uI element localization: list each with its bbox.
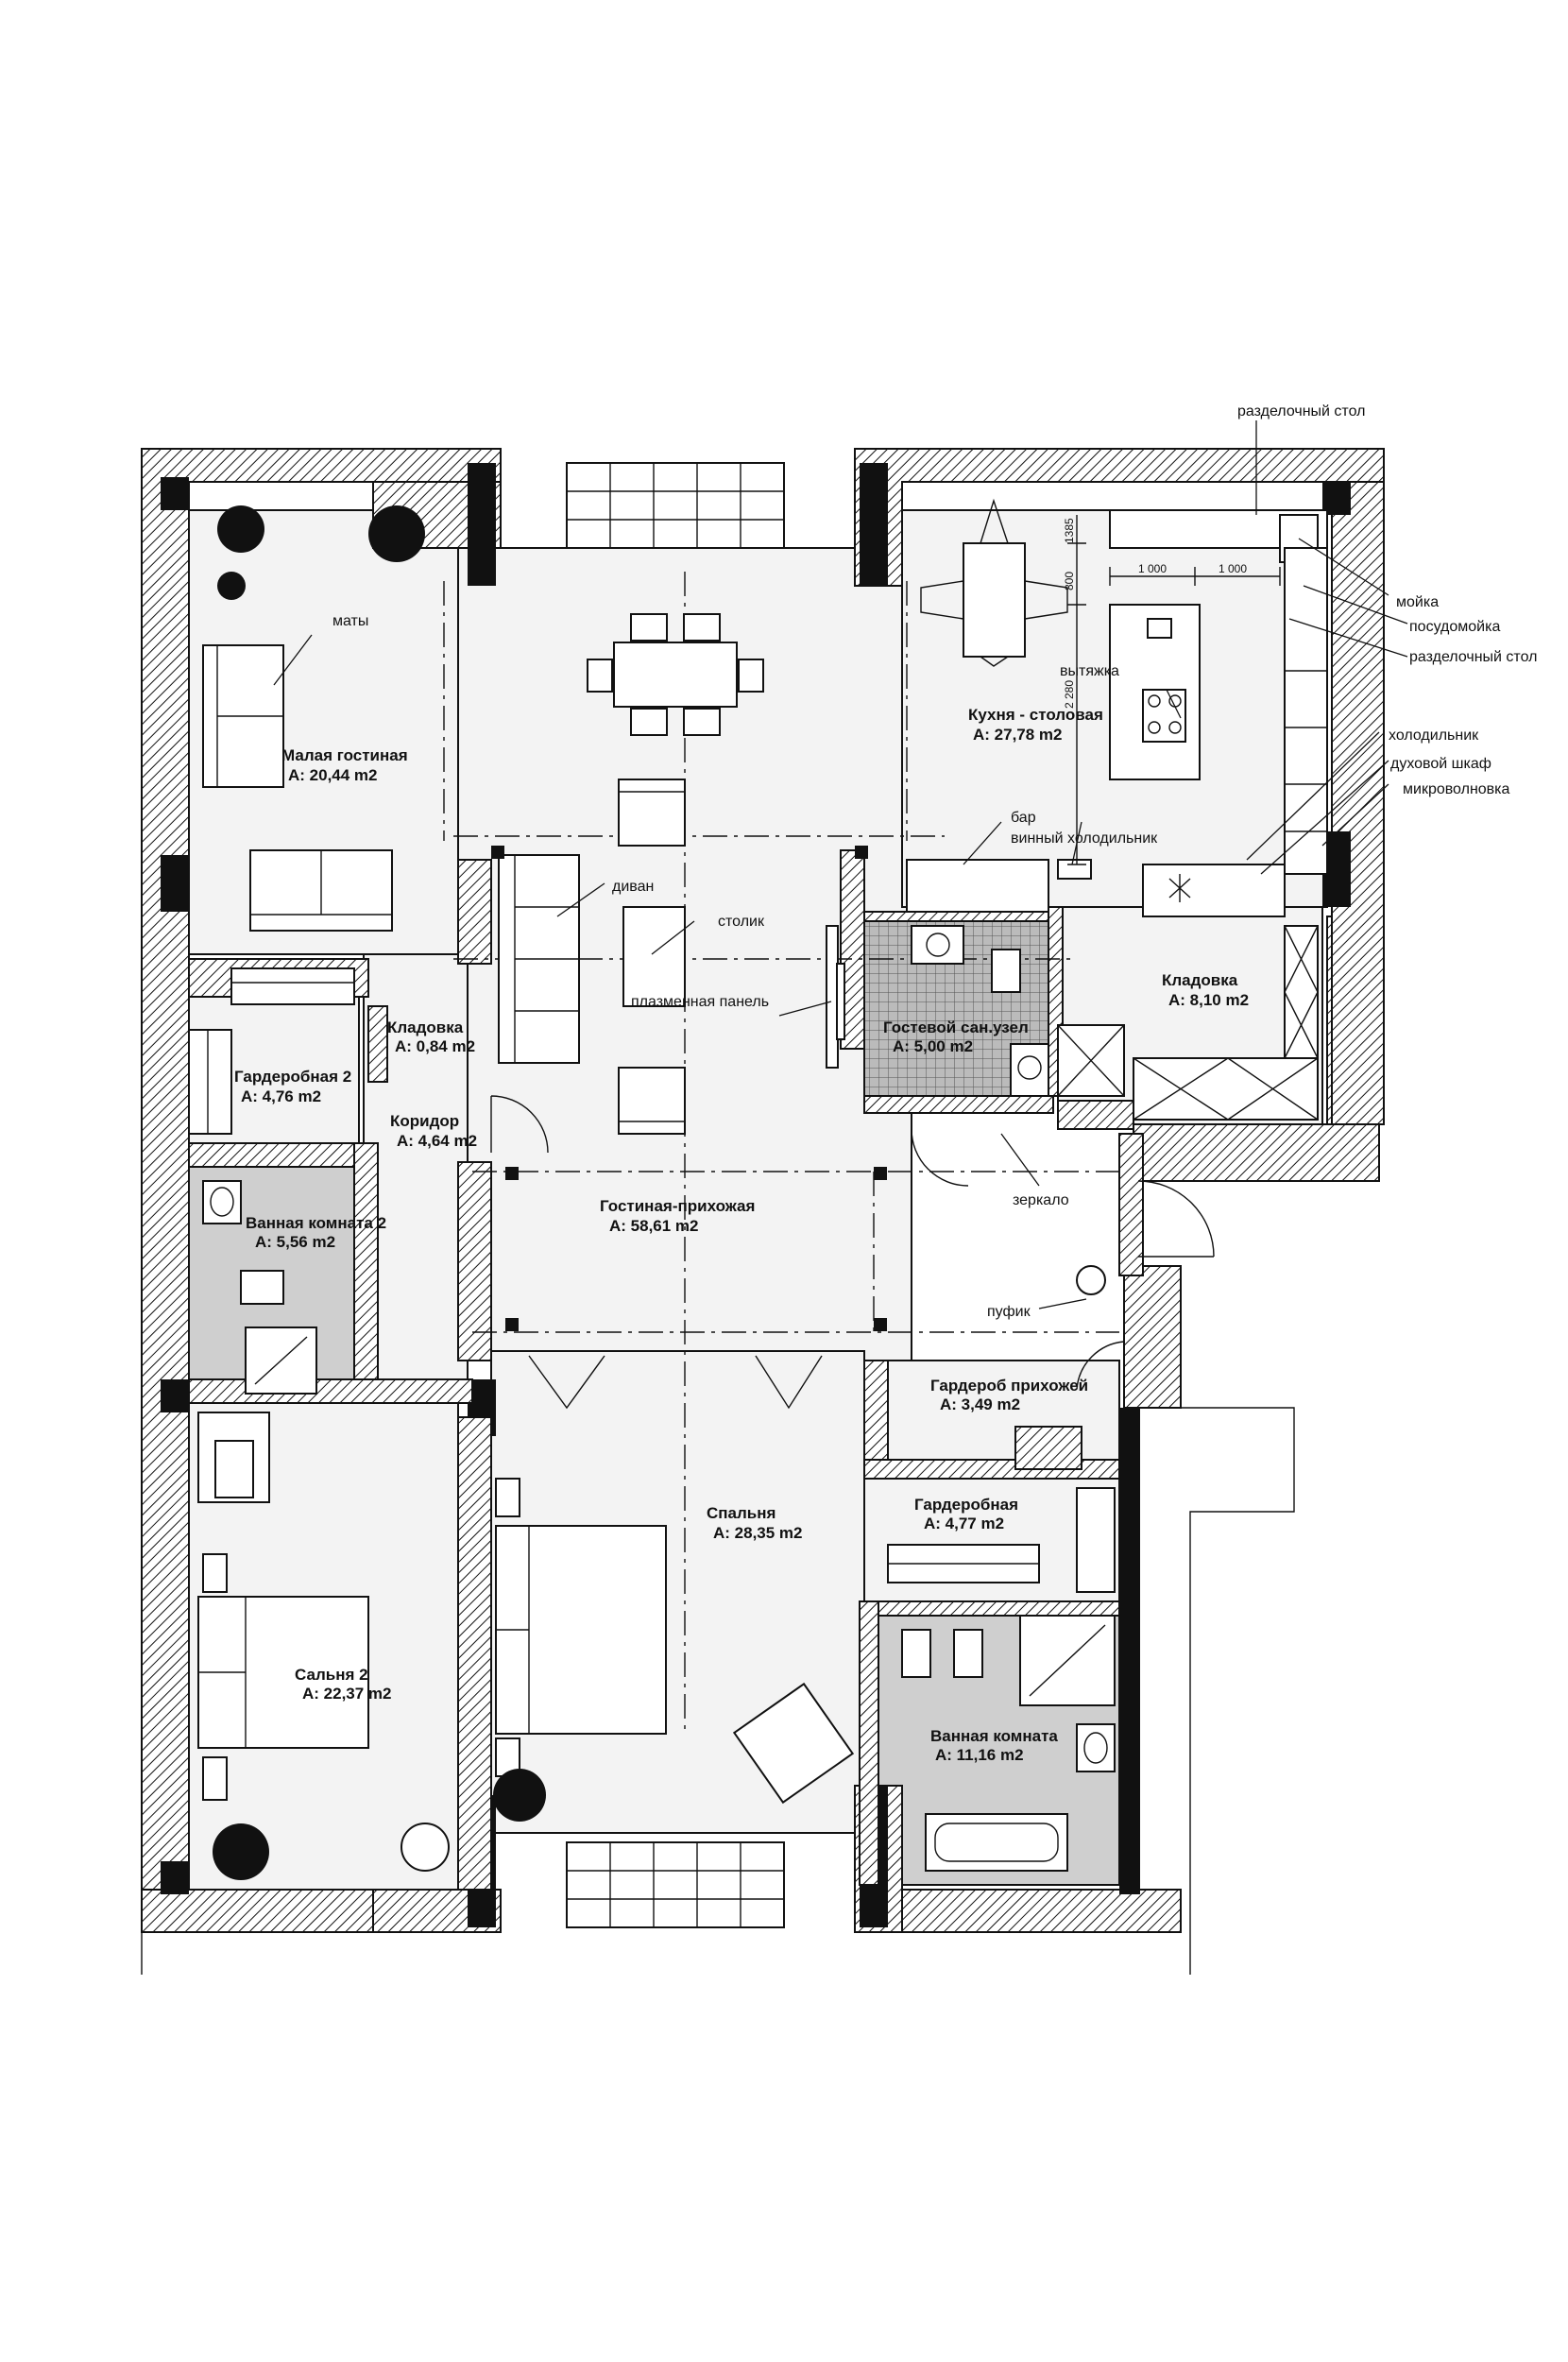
- bedroom-folding-doors: [528, 1355, 823, 1410]
- room-area-bedroom: A: 28,35 m2: [713, 1524, 803, 1542]
- pantry-shelves: [1057, 925, 1319, 1121]
- armchair-top: [618, 779, 686, 847]
- armchair-bottom: [618, 1067, 686, 1135]
- bar-counter: [906, 859, 1286, 917]
- callout-microwave: микроволновка: [1403, 781, 1510, 797]
- room-name-wardrobe2: Гардеробная 2: [234, 1068, 351, 1086]
- kitchen-counter: [1109, 509, 1328, 875]
- plant-icon: [493, 1769, 546, 1822]
- bath-fixtures: [901, 1615, 1116, 1872]
- pouf: [1076, 1265, 1106, 1295]
- callout-bar: бар: [1011, 810, 1036, 826]
- plant-icon: [217, 572, 246, 600]
- room-name-bedroom: Спальня: [707, 1504, 775, 1522]
- room-labels: Малая гостиная A: 20,44 m2 Кухня - столо…: [234, 706, 1249, 1764]
- room-name-guest-wc: Гостевой сан.узел: [883, 1018, 1029, 1036]
- callout-labels: разделочный стол мойка посудомойка разде…: [332, 403, 1537, 1320]
- kitchen-island: [1109, 604, 1201, 780]
- room-area-bath: A: 11,16 m2: [935, 1746, 1024, 1764]
- room-area-small-living: A: 20,44 m2: [288, 766, 378, 784]
- room-area-guest-wc: A: 5,00 m2: [893, 1037, 973, 1055]
- doors: [490, 1095, 1215, 1390]
- balcony-bottom: [566, 1841, 785, 1928]
- callout-coffee-table: столик: [718, 914, 765, 930]
- room-area-bath2: A: 5,56 m2: [255, 1233, 335, 1251]
- room-area-pantry: A: 8,10 m2: [1168, 991, 1249, 1009]
- room-name-living-hall: Гостиная-прихожая: [600, 1197, 755, 1215]
- room-area-wardrobe2: A: 4,76 m2: [241, 1087, 321, 1105]
- living-sofa: [498, 854, 580, 1064]
- bedroom2-armchair: [197, 1412, 270, 1503]
- bedroom-bed: [495, 1525, 667, 1735]
- dim-2280: 2 280: [1063, 680, 1076, 709]
- room-area-kitchen: A: 27,78 m2: [973, 726, 1063, 744]
- dim-1385: 1385: [1063, 518, 1076, 543]
- callout-sofa: диван: [612, 879, 654, 895]
- callout-hood: вытяжка: [1060, 663, 1119, 679]
- callout-fridge: холодильник: [1389, 727, 1479, 744]
- dim-1000-a: 1 000: [1138, 562, 1167, 575]
- room-area-wardrobe: A: 4,77 m2: [924, 1515, 1004, 1532]
- room-area-hall-wardrobe: A: 3,49 m2: [940, 1395, 1020, 1413]
- callout-cutting-table-top: разделочный стол: [1237, 403, 1365, 419]
- callout-mirror: зеркало: [1013, 1192, 1069, 1208]
- bedroom2-bed: [197, 1596, 369, 1749]
- balcony-top: [566, 462, 785, 549]
- guest-wc-fixtures: [911, 925, 1049, 1097]
- callout-mats: маты: [332, 613, 368, 629]
- kitchen-dining-set: [920, 498, 1068, 667]
- callout-dishwasher: посудомойка: [1409, 619, 1500, 635]
- wardrobe-rail: [887, 1487, 1116, 1593]
- plants: [213, 505, 546, 1880]
- pillars: [491, 846, 887, 1331]
- room-name-kitchen: Кухня - столовая: [968, 706, 1103, 724]
- room-name-pantry-small: Кладовка: [387, 1018, 464, 1036]
- bedroom2-nightstands: [202, 1553, 228, 1801]
- callout-leaders: [273, 420, 1408, 1309]
- wardrobe2-rail: [188, 967, 355, 1135]
- room-name-bedroom2: Сальня 2: [295, 1666, 368, 1684]
- room-name-bath: Ванная комната: [930, 1727, 1058, 1745]
- room-name-small-living: Малая гостиная: [281, 746, 408, 764]
- plant-icon: [401, 1823, 450, 1872]
- plant-icon: [213, 1823, 269, 1880]
- bath2-fixtures: [202, 1180, 317, 1395]
- callout-plasma: плазменная панель: [631, 994, 769, 1010]
- dim-1000-b: 1 000: [1219, 562, 1247, 575]
- room-name-pantry: Кладовка: [1162, 971, 1238, 989]
- small-living-sofa-2: [249, 849, 393, 932]
- callout-wine-fridge: винный холодильник: [1011, 830, 1158, 847]
- room-area-bedroom2: A: 22,37 m2: [302, 1685, 392, 1703]
- callout-cutting-table: разделочный стол: [1409, 649, 1537, 665]
- room-name-bath2: Ванная комната 2: [246, 1214, 386, 1232]
- small-living-sofa: [202, 644, 284, 788]
- site-outline: [141, 449, 1385, 1975]
- bedroom-armchair: [732, 1682, 855, 1805]
- plant-icon: [217, 505, 264, 553]
- coffee-table: [622, 906, 686, 1007]
- callout-oven: духовой шкаф: [1390, 756, 1491, 772]
- dining-set: [587, 613, 764, 736]
- room-area-living-hall: A: 58,61 m2: [609, 1217, 699, 1235]
- dim-800: 800: [1063, 572, 1076, 590]
- callout-pouf: пуфик: [987, 1304, 1031, 1320]
- room-area-pantry-small: A: 0,84 m2: [395, 1037, 475, 1055]
- room-area-corridor: A: 4,64 m2: [397, 1132, 477, 1150]
- plasma-panel: [826, 925, 845, 1069]
- room-name-hall-wardrobe: Гардероб прихожей: [930, 1377, 1088, 1395]
- room-name-wardrobe: Гардеробная: [914, 1496, 1018, 1514]
- callout-sink: мойка: [1396, 594, 1439, 610]
- kitchen-dimensions: 1 000 1 000 1385 800 2 280: [1063, 515, 1281, 865]
- room-name-corridor: Коридор: [390, 1112, 459, 1130]
- plant-icon: [368, 505, 425, 562]
